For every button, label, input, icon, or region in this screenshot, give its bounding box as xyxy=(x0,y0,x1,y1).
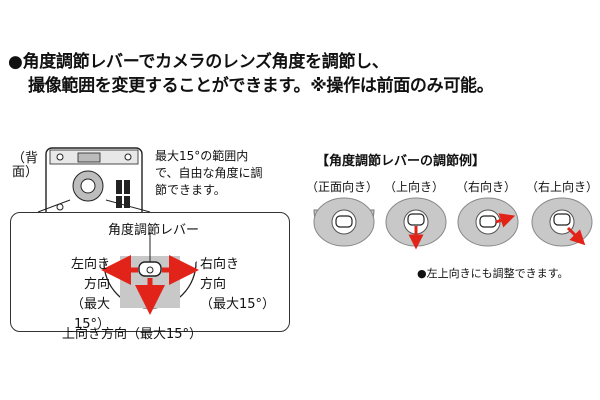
range-note-line: で、自由な角度に調 xyxy=(155,166,263,180)
down-right-arrow-icon xyxy=(566,226,586,246)
examples-title: 【角度調節レバーの調節例】 xyxy=(316,154,486,169)
callout-line xyxy=(105,199,151,213)
connector-pin xyxy=(124,196,130,208)
screw-icon xyxy=(124,153,132,161)
right-direction-line: （最大15°） xyxy=(200,297,276,312)
example-disc-upper-right xyxy=(531,197,593,247)
up-direction-label: 上向き方向（最大15°） xyxy=(62,327,203,342)
callout-line xyxy=(37,199,71,213)
connector-pin xyxy=(116,196,122,208)
left-direction-line: （最大15°） xyxy=(70,297,110,332)
right-arrow-icon xyxy=(495,213,516,228)
examples-note: ●左上向きにも調整できます。 xyxy=(417,267,569,280)
range-note-line: 節できます。 xyxy=(155,183,226,197)
example-label-front: （正面向き） xyxy=(305,180,378,194)
example-label-up: （上向き） xyxy=(383,180,444,194)
left-direction-line: 方向 xyxy=(83,277,110,292)
range-note: 最大15°の範囲内 で、自由な角度に調 節できます。 xyxy=(155,148,295,199)
instruction-heading: ●角度調節レバーでカメラのレンズ角度を調節し、 撮像範囲を変更することができます… xyxy=(8,50,598,98)
right-direction-label: 右向き 方向 （最大15°） xyxy=(200,255,290,315)
example-label-upper-right: （右上向き） xyxy=(525,180,598,194)
connector-pin xyxy=(116,180,122,194)
connector-pin xyxy=(124,180,130,194)
example-label-right: （右向き） xyxy=(455,180,516,194)
example-disc-up xyxy=(385,197,447,250)
top-slot xyxy=(77,152,101,163)
lever-title: 角度調節レバー xyxy=(108,223,200,238)
back-label: （背面） xyxy=(12,151,39,180)
range-note-line: 最大15°の範囲内 xyxy=(155,149,249,163)
right-direction-line: 右向き xyxy=(200,257,240,272)
example-disc-front xyxy=(313,197,375,247)
angle-lever-small xyxy=(80,178,96,194)
screw-icon xyxy=(56,153,64,161)
heading-line-2: 撮像範囲を変更することができます。※操作は前面のみ可能。 xyxy=(28,76,494,96)
left-direction-label: 左向き 方向 （最大15°） xyxy=(52,255,110,335)
left-direction-line: 左向き xyxy=(70,257,110,272)
right-direction-line: 方向 xyxy=(200,277,227,292)
example-disc-right xyxy=(457,197,519,247)
heading-line-1: ●角度調節レバーでカメラのレンズ角度を調節し、 xyxy=(8,52,389,72)
